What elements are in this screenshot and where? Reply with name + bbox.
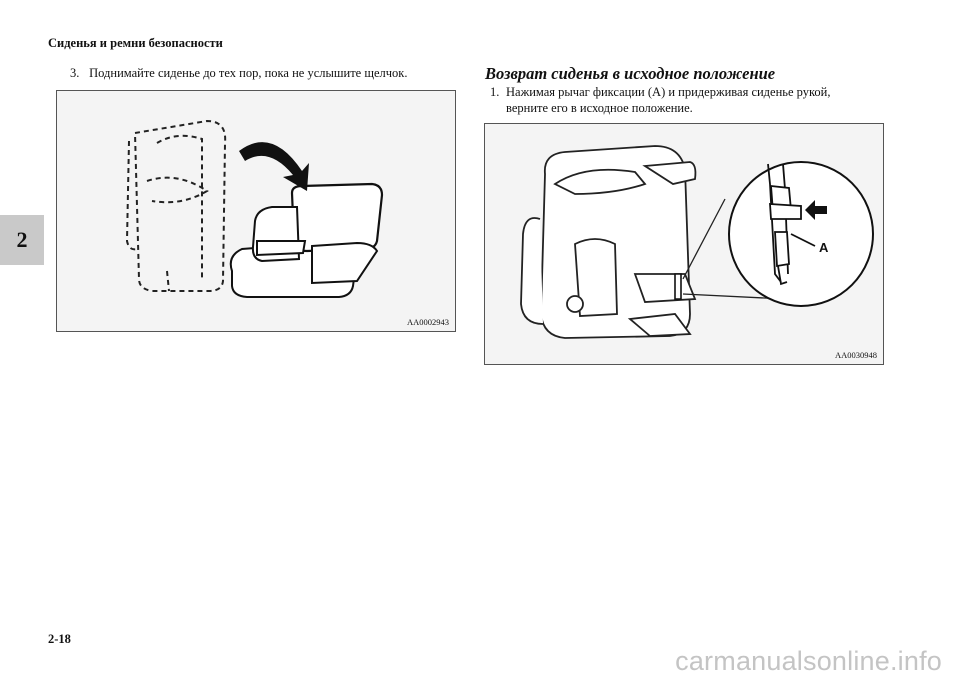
section-title: Возврат сиденья в исходное положение [485, 64, 776, 83]
section-tab: 2 [0, 215, 44, 265]
watermark: carmanualsonline.info [675, 646, 942, 676]
lever-detail [767, 163, 816, 286]
seat-lift-drawing [125, 119, 384, 298]
figure-code: AA0002943 [406, 317, 449, 327]
step-text-line-2: верните его в исходное положение. [506, 100, 693, 115]
detail-circle [728, 161, 874, 307]
seat-cushion-raised [229, 182, 384, 298]
step-text-line-1: Нажимая рычаг фиксации (A) и придерживая… [506, 85, 831, 99]
step-3: 3. Поднимайте сиденье до тех пор, пока н… [70, 66, 407, 81]
press-arrow [805, 200, 827, 220]
step-number: 1. [490, 85, 500, 99]
callout-label-a: A [819, 240, 829, 255]
seat-lift-illustration: AA0002943 [56, 90, 456, 332]
folded-seat [520, 145, 697, 339]
step-text: Поднимайте сиденье до тех пор, пока не у… [89, 66, 408, 80]
seat-return-illustration: A AA0030948 [484, 123, 884, 365]
seat-return-drawing: A [520, 145, 874, 339]
running-header: Сиденья и ремни безопасности [48, 36, 223, 50]
lift-arrow [239, 142, 309, 191]
page-number: 2-18 [48, 632, 71, 646]
step-1: 1. Нажимая рычаг фиксации (A) и придержив… [490, 85, 831, 116]
lever-small [674, 273, 682, 300]
seat-previous-position-outline [125, 119, 227, 292]
section-tab-label: 2 [16, 227, 28, 252]
step-number: 3. [70, 66, 80, 80]
figure-code: AA0030948 [834, 350, 877, 360]
